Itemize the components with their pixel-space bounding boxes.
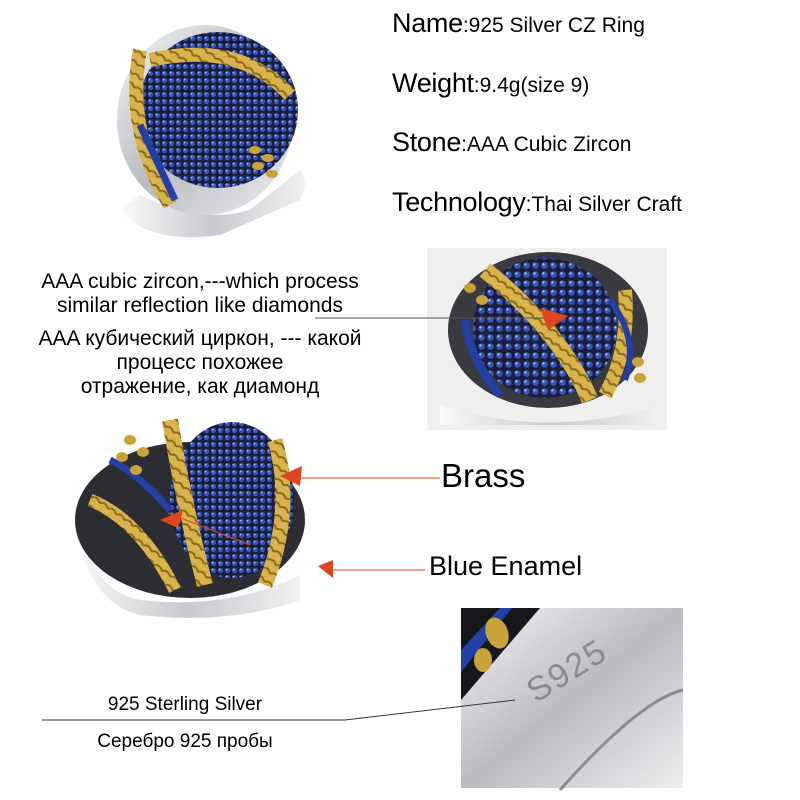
spec-stone: Stone:AAA Cubic Zircon xyxy=(392,127,631,158)
spec-technology-key: Technology xyxy=(392,187,526,217)
ring-photo-front xyxy=(427,248,667,430)
spec-technology-value: :Thai Silver Craft xyxy=(525,193,682,216)
spec-name-key: Name xyxy=(392,8,463,38)
zircon-note-ru-line1: AAA кубический циркон, --- какой xyxy=(38,327,362,350)
zircon-note-ru-line2: процесс похожее xyxy=(116,351,284,374)
ring-photo-side xyxy=(72,418,305,618)
zircon-note-en-line1: AAA cubic zircon,---which process xyxy=(41,270,359,293)
callout-lines xyxy=(42,308,568,721)
zircon-note-en-line2: similar reflection like diamonds xyxy=(57,294,343,317)
arrow-brass xyxy=(280,466,302,486)
label-blue-enamel: Blue Enamel xyxy=(429,551,583,581)
label-brass: Brass xyxy=(441,457,526,494)
spec-weight-key: Weight xyxy=(392,68,474,98)
arrow-enamel xyxy=(160,510,183,528)
zircon-note-ru: AAA кубический циркон, --- какой процесс… xyxy=(4,327,396,399)
spec-technology: Technology:Thai Silver Craft xyxy=(392,187,682,218)
spec-weight: Weight:9.4g(size 9) xyxy=(392,68,589,99)
zircon-note-ru-line3: отражение, как диамонд xyxy=(80,375,320,398)
label-sterling-silver-en: 925 Sterling Silver xyxy=(107,694,263,715)
zircon-note-en: AAA cubic zircon,---which process simila… xyxy=(4,270,396,318)
spec-stone-key: Stone xyxy=(392,127,462,157)
spec-name-value: :925 Silver CZ Ring xyxy=(462,14,645,37)
label-sterling-silver-ru: Серебро 925 пробы xyxy=(97,731,273,752)
spec-stone-value: :AAA Cubic Zircon xyxy=(461,133,632,156)
ring-photo-stamp xyxy=(461,608,684,791)
spec-weight-value: :9.4g(size 9) xyxy=(473,74,590,97)
arrow-zircon xyxy=(540,308,568,330)
spec-name: Name:925 Silver CZ Ring xyxy=(392,8,645,39)
ring-photo-top xyxy=(117,25,305,238)
